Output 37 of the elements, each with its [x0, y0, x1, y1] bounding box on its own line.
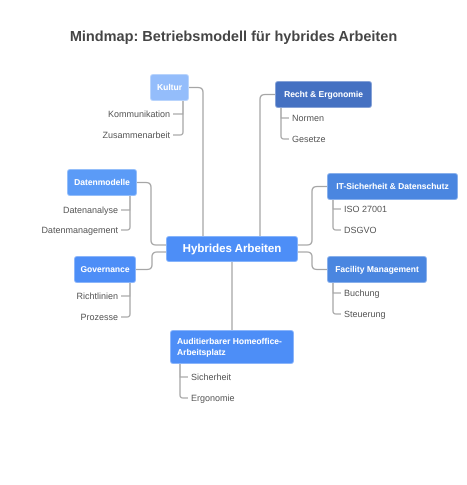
branch-connector	[136, 251, 166, 270]
branch-topic-node: Auditierbarer Homeoffice-Arbeitsplatz	[170, 330, 294, 364]
branch-topic-node: Datenmodelle	[67, 169, 137, 196]
branch-connector	[137, 182, 166, 246]
branch-connector	[332, 283, 341, 315]
subtopic-label: Ergonomie	[188, 392, 238, 404]
branch-connector	[280, 108, 289, 140]
branch-connector	[121, 283, 131, 318]
branch-topic-node: Facility Management	[327, 256, 427, 283]
subtopic-label: Prozesse	[77, 311, 121, 323]
branch-connector	[259, 94, 275, 236]
branch-topic-node: Recht & Ergonomie	[275, 81, 372, 108]
branch-connector	[332, 200, 341, 231]
subtopic-label: Richtlinien	[73, 290, 121, 302]
subtopic-label: Gesetze	[289, 133, 329, 145]
subtopic-label: ISO 27001	[341, 203, 390, 215]
subtopic-label: Normen	[289, 112, 328, 124]
subtopic-label: DSGVO	[341, 224, 380, 236]
subtopic-label: Zusammenarbeit	[99, 129, 173, 141]
branch-connector	[121, 196, 131, 231]
branch-connector	[298, 186, 327, 246]
branch-topic-node: Kultur	[150, 74, 189, 101]
branch-connector	[179, 364, 188, 399]
branch-topic-node: Governance	[74, 256, 136, 283]
branch-connector	[298, 251, 327, 270]
subtopic-label: Datenanalyse	[60, 204, 121, 216]
subtopic-label: Buchung	[341, 287, 383, 299]
subtopic-label: Sicherheit	[188, 371, 234, 383]
subtopic-label: Datenmanagement	[38, 224, 121, 236]
branch-topic-node: IT-Sicherheit & Datenschutz	[327, 173, 458, 200]
branch-connector	[173, 101, 184, 136]
subtopic-label: Steuerung	[341, 308, 389, 320]
branch-connector	[231, 262, 233, 330]
branch-connector	[189, 86, 204, 236]
diagram-title: Mindmap: Betriebsmodell für hybrides Arbeiten	[70, 28, 398, 47]
subtopic-label: Kommunikation	[104, 108, 173, 120]
central-topic-node: Hybrides Arbeiten	[166, 236, 298, 262]
